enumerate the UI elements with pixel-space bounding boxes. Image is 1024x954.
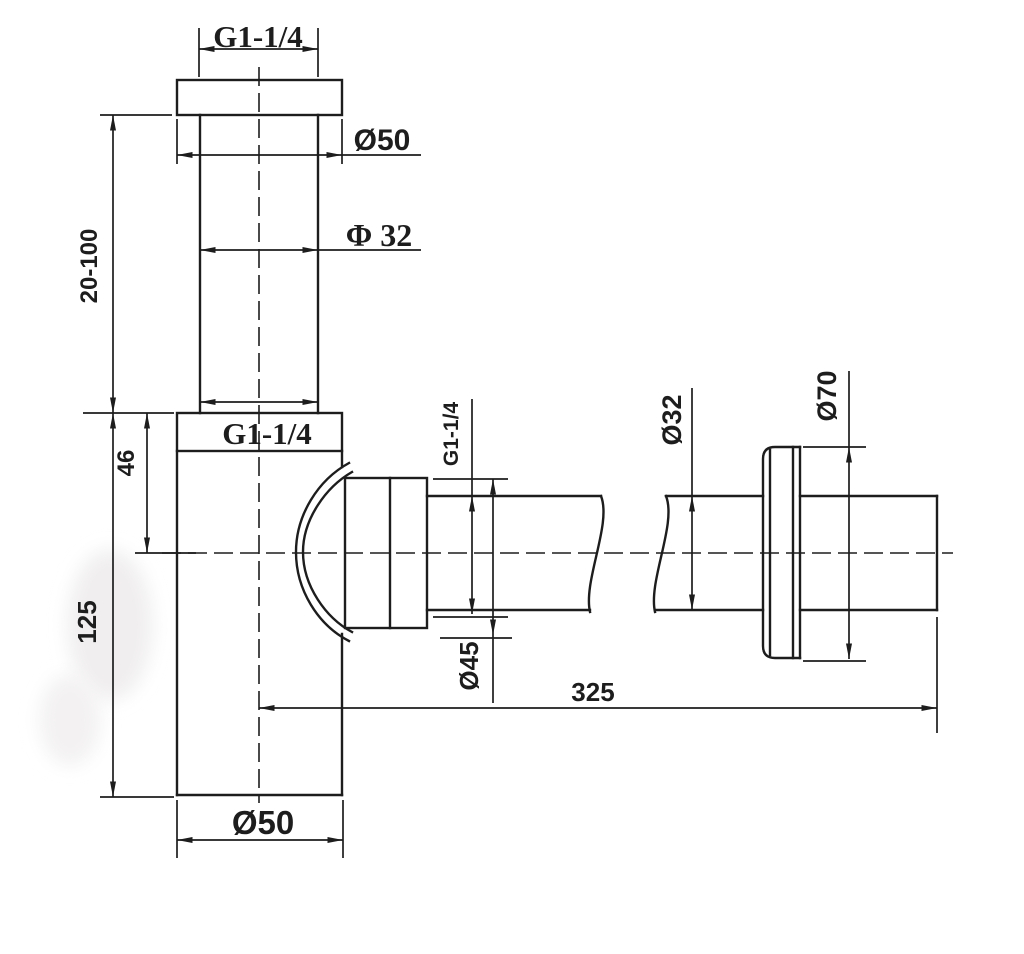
scan-smudges [40, 550, 152, 765]
outlet-bell-inner-contour [301, 470, 354, 634]
body-height-label: 125 [72, 600, 102, 643]
height-range-label: 20-100 [76, 229, 103, 304]
dimension-lines [83, 28, 938, 858]
outlet-length-label: 325 [571, 677, 614, 707]
pipe-break-line-right [652, 494, 670, 614]
pipe-break-line-left [587, 494, 605, 614]
outlet-pipe-dia-label: Ø32 [657, 394, 687, 445]
outlet-bell-outer-contour [294, 461, 351, 643]
top-thread-label: G1-1/4 [213, 19, 303, 54]
nut-dia-label: Ø45 [454, 641, 484, 690]
escutcheon-dia-label: Ø70 [812, 370, 842, 421]
dimension-labels: G1-1/4 Ø50 Φ 32 G1-1/4 20-100 46 125 G1-… [72, 19, 842, 841]
outlet-thread-label: G1-1/4 [440, 402, 463, 467]
inlet-pipe-dia-label: Φ 32 [346, 217, 413, 253]
top-to-center-label: 46 [113, 450, 140, 477]
body-dia-label: Ø50 [232, 804, 294, 841]
body-thread-label: G1-1/4 [222, 416, 312, 451]
centerlines [162, 67, 953, 803]
inlet-flange-dia-label: Ø50 [354, 124, 411, 157]
